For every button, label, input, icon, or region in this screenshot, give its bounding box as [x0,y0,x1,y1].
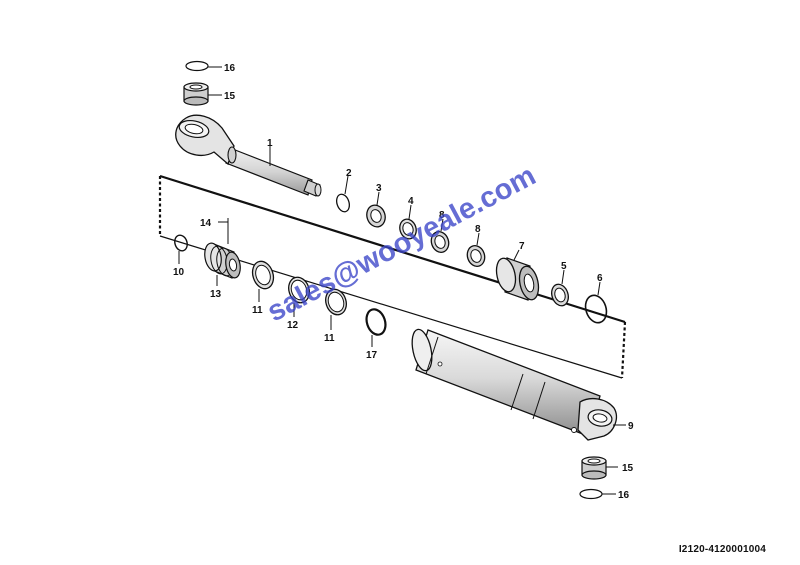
part-15-top-bushing [183,82,222,106]
part-4-seal [399,204,417,240]
label-2: 2 [346,168,352,179]
part-16-bottom-snap-ring [579,488,616,500]
part-8-ring-a [430,218,450,253]
part-5-ring [551,269,569,307]
label-14: 14 [200,218,212,229]
label-11-a: 11 [252,305,263,316]
part-11-ring-b [325,288,347,330]
reference-code: I2120-4120001004 [678,544,766,555]
part-15-bottom-bushing [581,456,618,480]
label-15-bottom: 15 [622,463,634,474]
label-8-b: 8 [475,224,481,235]
part-8-ring-b [466,232,486,267]
part-3-wiper [366,191,386,228]
label-8-a: 8 [439,210,445,221]
part-9-cylinder-tube [411,328,626,441]
label-5: 5 [561,261,567,272]
label-13: 13 [210,289,222,300]
part-13-piston [204,242,241,286]
label-16-top: 16 [224,63,236,74]
part-16-top-snap-ring [185,60,222,72]
label-7: 7 [519,241,525,252]
label-6: 6 [597,273,603,284]
part-12-seal [288,276,310,317]
label-1: 1 [267,138,273,149]
part-2-oring [336,175,350,213]
label-17: 17 [366,350,378,361]
label-3: 3 [376,183,382,194]
label-12: 12 [287,320,299,331]
part-14-pointer [218,218,229,244]
label-11-b: 11 [324,333,335,344]
callout-labels: 16 15 1 2 3 4 8 8 7 5 6 14 10 13 11 12 1… [173,63,634,501]
label-16-bottom: 16 [618,490,630,501]
part-1-piston-rod [175,114,322,197]
part-17-oring [365,308,387,347]
part-11-ring-a [251,260,275,302]
label-15-top: 15 [224,91,236,102]
part-6-oring [584,281,608,324]
label-9: 9 [628,421,634,432]
part-10-oring [174,234,188,264]
label-10: 10 [173,267,185,278]
label-4: 4 [408,196,414,207]
part-7-guide-bushing [495,249,540,301]
